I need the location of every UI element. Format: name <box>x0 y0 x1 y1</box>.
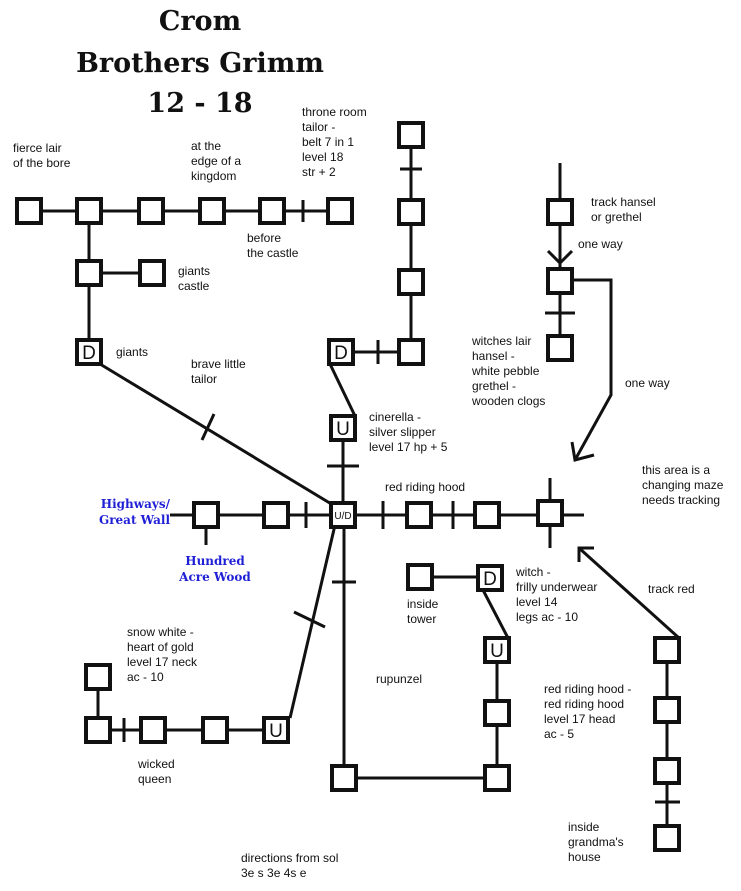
label-witch: witch - frilly underwear level 14 legs a… <box>516 565 598 624</box>
label-grandmas-house: inside grandma's house <box>568 820 624 864</box>
room-up <box>329 414 357 442</box>
room-up <box>483 636 511 664</box>
label-maze-note: this area is a changing maze needs track… <box>642 463 724 507</box>
label-snow-white: snow white - heart of gold level 17 neck… <box>127 625 198 684</box>
room <box>397 121 425 149</box>
label-inside-tower: inside tower <box>407 597 439 626</box>
room <box>15 197 43 225</box>
label-fierce-lair: fierce lair of the bore <box>13 141 71 170</box>
label-giants: giants <box>116 345 149 359</box>
label-one-way: one way <box>625 376 670 390</box>
room <box>653 824 681 852</box>
path <box>577 546 681 640</box>
rooms: D D U U/D D U U <box>15 121 681 852</box>
room <box>653 636 681 664</box>
room <box>201 716 229 744</box>
room <box>397 338 425 366</box>
path <box>481 589 510 639</box>
room <box>546 198 574 226</box>
room <box>262 501 290 529</box>
room-up <box>262 716 290 744</box>
label-wicked-queen: wicked queen <box>138 757 175 786</box>
title-zone: Brothers Grimm <box>76 48 324 79</box>
room-exit-marker: D <box>483 569 497 590</box>
room <box>397 198 425 226</box>
title-area-name: Crom <box>158 6 242 37</box>
path <box>99 362 334 507</box>
one-way-arrow <box>546 249 574 266</box>
room-exit-marker: U <box>269 721 283 742</box>
room-exit-marker: U <box>336 419 350 440</box>
room <box>258 197 286 225</box>
room <box>198 197 226 225</box>
label-red-hood-boss: red riding hood - red riding hood level … <box>544 682 632 741</box>
room-down <box>75 338 103 366</box>
track-arrow <box>577 546 594 562</box>
label-giants-castle: giants castle <box>178 264 211 293</box>
path <box>573 278 613 461</box>
room <box>405 501 433 529</box>
label-directions: directions from sol 3e s 3e 4s e <box>241 851 339 880</box>
room <box>84 663 112 691</box>
door-mark <box>293 610 326 629</box>
room <box>192 501 220 529</box>
path <box>328 363 357 417</box>
room <box>326 197 354 225</box>
room <box>536 499 564 527</box>
label-throne-room: throne room tailor - belt 7 in 1 level 1… <box>302 105 367 179</box>
room <box>483 699 511 727</box>
room <box>406 563 434 591</box>
label-cinderella: cinerella - silver slipper level 17 hp +… <box>369 410 448 454</box>
room-exit-marker: D <box>82 343 96 364</box>
room <box>75 259 103 287</box>
title-levels: 12 - 18 <box>147 88 253 119</box>
exit-hundred-acre-wood[interactable]: Hundred Acre Wood <box>179 554 251 584</box>
room <box>546 267 574 295</box>
label-edge-kingdom: at the edge of a kingdom <box>191 139 242 183</box>
label-red-riding-hood: red riding hood <box>385 480 466 494</box>
room-exit-marker: U/D <box>334 511 351 522</box>
room-down <box>476 564 504 592</box>
label-before-castle: before the castle <box>247 231 299 260</box>
exit-highways-great-wall[interactable]: Highways/ Great Wall <box>98 497 170 527</box>
room <box>139 716 167 744</box>
door-mark <box>200 413 216 441</box>
label-track-red: track red <box>648 582 695 596</box>
label-brave-tailor: brave little tailor <box>191 357 246 386</box>
room <box>653 757 681 785</box>
room <box>138 259 166 287</box>
room-exit-marker: U <box>490 641 504 662</box>
room <box>137 197 165 225</box>
room <box>75 197 103 225</box>
label-one-way: one way <box>578 237 623 251</box>
room-down <box>327 338 355 366</box>
room <box>483 764 511 792</box>
room <box>84 716 112 744</box>
label-rupunzel: rupunzel <box>376 672 423 686</box>
room <box>653 696 681 724</box>
room <box>546 334 574 362</box>
room-up-down <box>329 501 357 529</box>
label-track-hansel: track hansel or grethel <box>591 195 656 224</box>
room <box>397 268 425 296</box>
room <box>330 764 358 792</box>
label-witches-lair: witches lair hansel - white pebble greth… <box>472 334 546 408</box>
room-exit-marker: D <box>334 343 348 364</box>
room <box>473 501 501 529</box>
one-way-arrow <box>570 441 595 462</box>
